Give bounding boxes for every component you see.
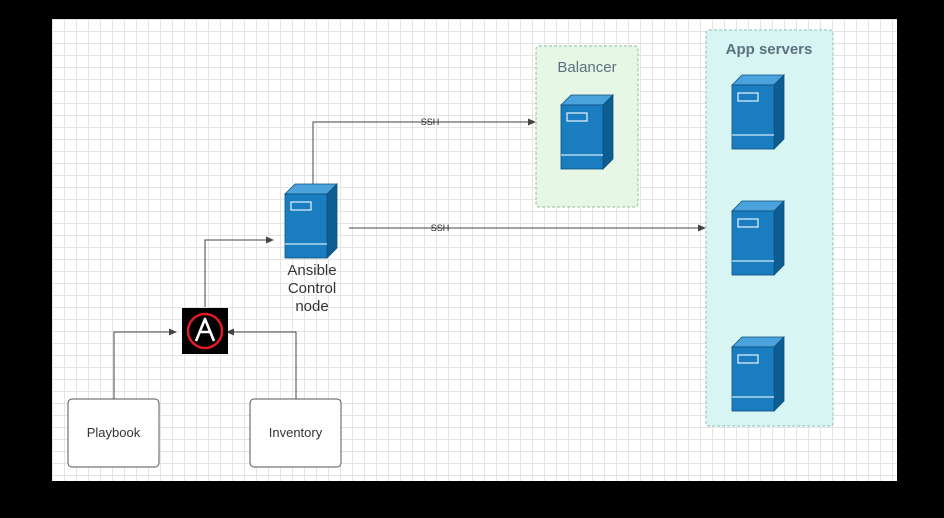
app-server-icon-2 (731, 200, 785, 276)
playbook-box (67, 398, 160, 468)
inventory-box (249, 398, 342, 468)
edge-playbook-to-ansible (113, 328, 177, 399)
ssh-label-app: SSH (431, 223, 450, 233)
inventory-label: Inventory (269, 425, 323, 440)
edge-control-to-balancer (312, 118, 536, 184)
control-node-label-1: Ansible (287, 262, 336, 279)
edge-inventory-to-ansible (226, 328, 297, 399)
control-node-label-3: node (295, 298, 328, 315)
balancer-label: Balancer (557, 59, 616, 76)
diagram-canvas: Balancer App servers Ansible Control nod… (52, 19, 897, 481)
edge-ansible-to-control (204, 236, 274, 307)
app-server-icon-1 (731, 74, 785, 150)
app-servers-label: App servers (726, 41, 813, 58)
balancer-server-icon (560, 94, 614, 170)
control-node-label-2: Control (288, 280, 336, 297)
control-node-server-icon (284, 183, 338, 259)
ssh-label-balancer: SSH (421, 117, 440, 127)
ansible-logo-icon (182, 308, 228, 354)
playbook-label: Playbook (87, 425, 141, 440)
app-server-icon-3 (731, 336, 785, 412)
